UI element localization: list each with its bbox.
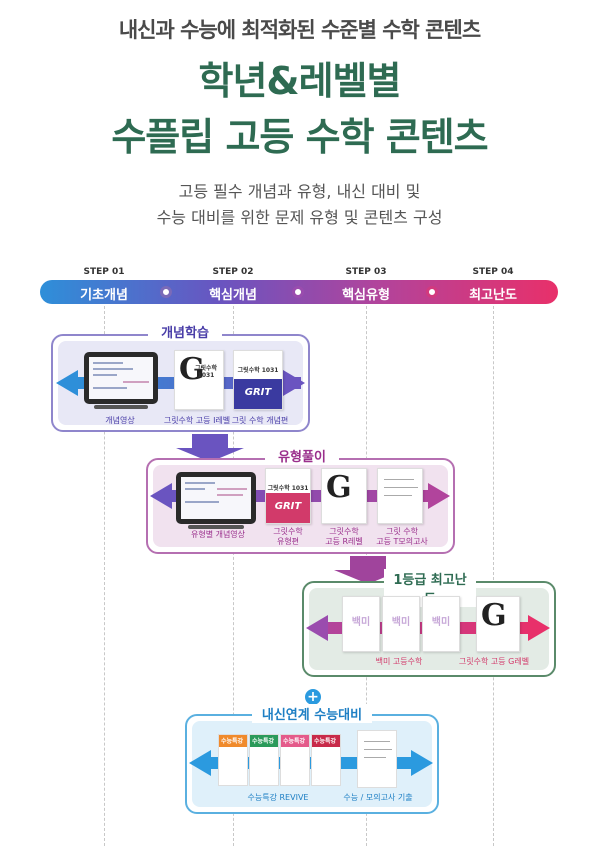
timeline-stage-advanced: 최고난도 bbox=[469, 288, 517, 303]
arrow-left-icon bbox=[189, 750, 211, 776]
past-exam-paper bbox=[357, 730, 397, 788]
revive-book-cover: 수능특강 bbox=[249, 734, 279, 786]
arrow-left-icon bbox=[56, 370, 78, 396]
type-caption-type-book: 그릿수학 유형편 bbox=[273, 527, 303, 546]
timeline-dot bbox=[160, 286, 172, 298]
arrow-left-icon bbox=[150, 483, 172, 509]
grit-logo-mark: G bbox=[481, 598, 507, 633]
type-caption-r-level: 그릿수학 고등 R레벨 bbox=[325, 527, 363, 546]
plus-icon: + bbox=[305, 689, 321, 705]
grit-level-book-cover: G 그릿수학 1031 bbox=[174, 350, 224, 410]
arrow-right-icon bbox=[283, 370, 305, 396]
concept-section-title: 개념학습 bbox=[148, 322, 222, 341]
step-04-label: STEP 04 bbox=[472, 267, 514, 277]
timeline-dot bbox=[426, 286, 438, 298]
concept-caption-concept-book: 그릿 수학 개념편 bbox=[231, 416, 289, 425]
arrow-right-icon bbox=[411, 750, 433, 776]
flow-down-arrow-stem bbox=[350, 556, 386, 570]
baekmi-book-cover: 백미 bbox=[342, 596, 380, 652]
page-title-line2: 수플립 고등 수학 콘텐츠 bbox=[111, 115, 488, 159]
revive-book-cover: 수능특강 bbox=[311, 734, 341, 786]
page-kicker: 내신과 수능에 최적화된 수준별 수학 콘텐츠 bbox=[118, 18, 481, 42]
advanced-caption-g-level: 그릿수학 고등 G레벨 bbox=[458, 657, 530, 666]
timeline-stage-core-type: 핵심유형 bbox=[342, 288, 390, 303]
baekmi-book-cover: 백미 bbox=[422, 596, 460, 652]
type-section-title: 유형풀이 bbox=[265, 446, 339, 465]
guide-line bbox=[104, 306, 105, 846]
arrow-left-icon bbox=[306, 615, 328, 641]
concept-caption-level-book: 그릿수학 고등 I레벨 bbox=[163, 416, 231, 425]
timeline-stage-basic: 기초개념 bbox=[80, 288, 128, 303]
page-title-line1: 학년&레벨별 bbox=[198, 59, 402, 103]
flow-down-arrow-stem bbox=[192, 434, 228, 448]
grit-logo-text: GRIT bbox=[274, 501, 302, 512]
type-caption-video: 유형별 개념영상 bbox=[190, 530, 246, 539]
grit-logo-mark: G bbox=[179, 352, 205, 387]
subtitle-line2: 수능 대비를 위한 문제 유형 및 콘텐츠 구성 bbox=[156, 208, 443, 227]
csat-caption-past-exams: 수능 / 모의고사 기출 bbox=[343, 793, 413, 802]
tablet-video-thumbnail bbox=[84, 352, 158, 404]
tablet-stand bbox=[188, 525, 244, 529]
revive-book-cover: 수능특강 bbox=[218, 734, 248, 786]
timeline-dot bbox=[292, 286, 304, 298]
guide-line bbox=[233, 306, 234, 846]
tablet-video-thumbnail bbox=[176, 472, 256, 524]
baekmi-book-cover: 백미 bbox=[382, 596, 420, 652]
grit-t-exam-book-cover bbox=[377, 468, 423, 524]
csat-caption-revive: 수능특강 REVIVE bbox=[247, 793, 309, 802]
step-03-label: STEP 03 bbox=[345, 267, 387, 277]
grit-r-level-book-cover: G bbox=[321, 468, 367, 524]
arrow-right-icon bbox=[428, 483, 450, 509]
csat-section-title: 내신연계 수능대비 bbox=[252, 704, 372, 723]
timeline-stage-core-concept: 핵심개념 bbox=[209, 288, 257, 303]
arrow-right-icon bbox=[528, 615, 550, 641]
step-01-label: STEP 01 bbox=[83, 267, 125, 277]
concept-caption-video: 개념영상 bbox=[105, 416, 135, 425]
grit-type-book-cover: 그릿수학 1031 GRIT bbox=[265, 468, 311, 524]
advanced-caption-baekmi: 백미 고등수학 bbox=[375, 657, 423, 666]
step-02-label: STEP 02 bbox=[212, 267, 254, 277]
grit-concept-book-cover: 그릿수학 1031 GRIT bbox=[233, 350, 283, 410]
grit-logo-text: GRIT bbox=[244, 387, 272, 398]
grit-logo-mark: G bbox=[326, 470, 352, 505]
grit-g-level-book-cover: G bbox=[476, 596, 520, 652]
guide-line bbox=[493, 306, 494, 846]
type-caption-t-exam: 그릿 수학 고등 T모의고사 bbox=[376, 527, 428, 546]
tablet-stand bbox=[94, 405, 148, 409]
revive-book-cover: 수능특강 bbox=[280, 734, 310, 786]
subtitle-line1: 고등 필수 개념과 유형, 내신 대비 및 bbox=[178, 182, 421, 201]
